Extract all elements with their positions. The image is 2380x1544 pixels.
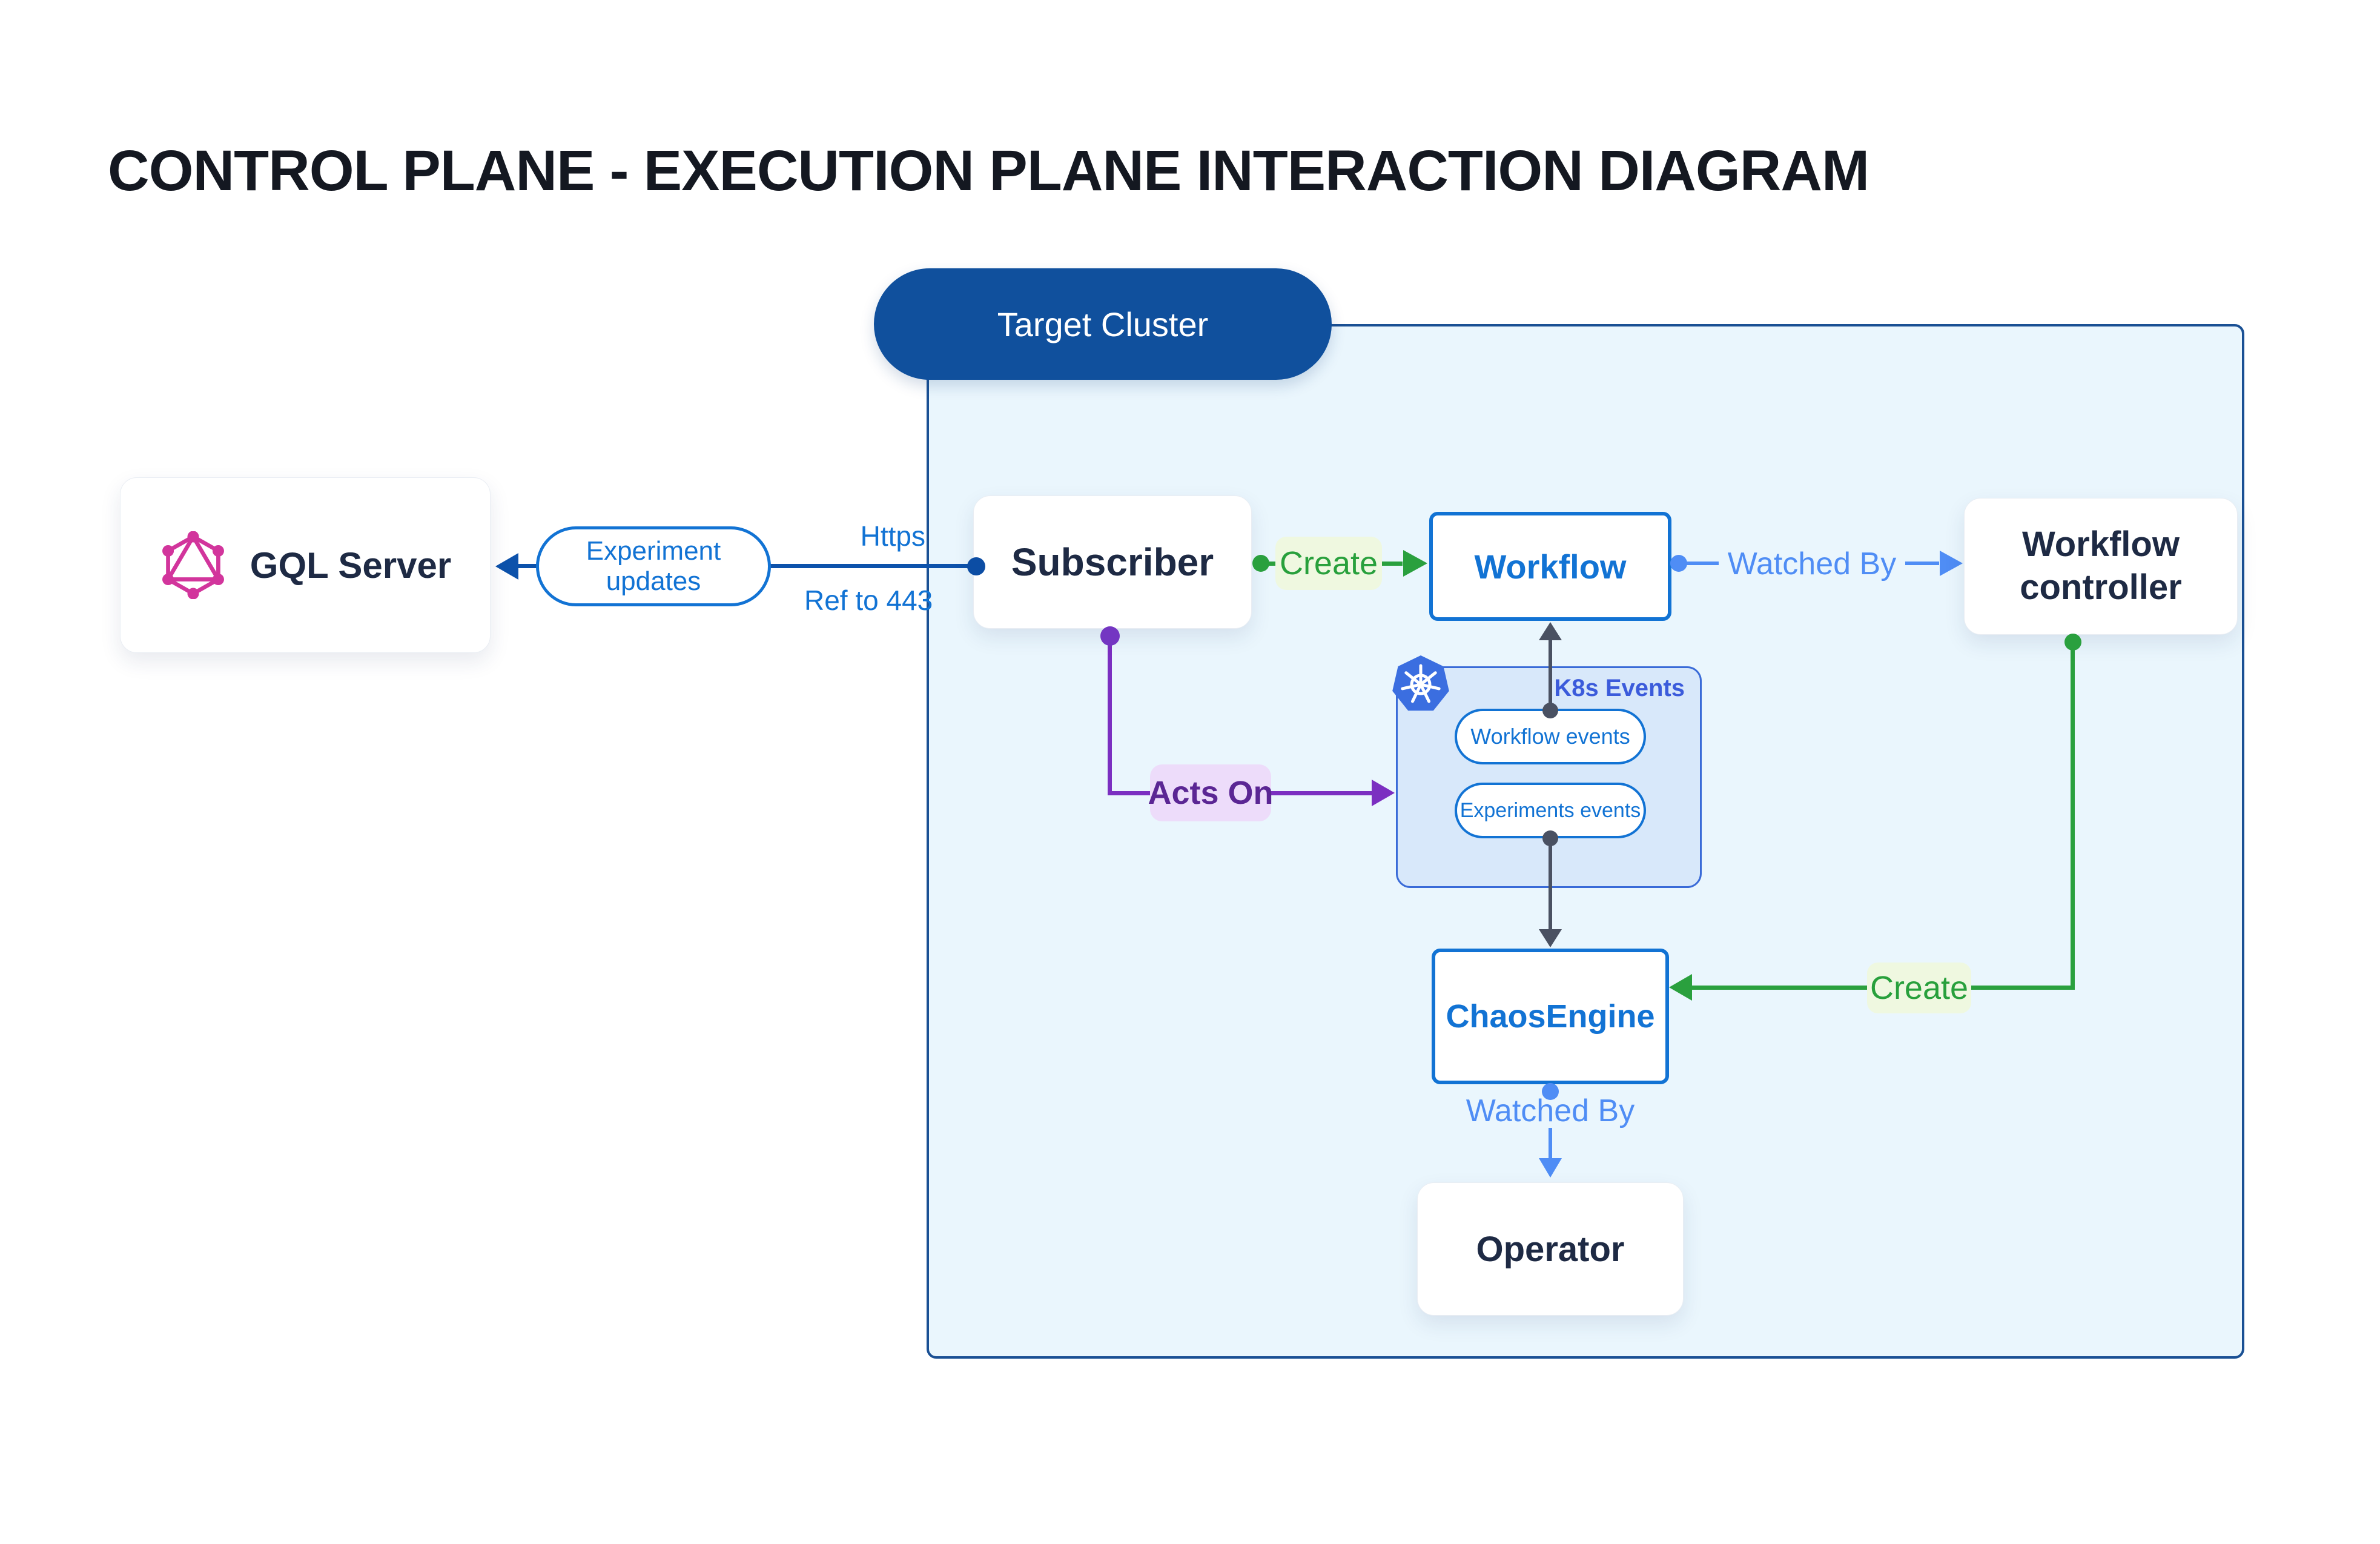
arrowhead-to-k8s-events bbox=[1372, 780, 1395, 806]
edge-actson-vline bbox=[1108, 636, 1112, 793]
page-title: CONTROL PLANE - EXECUTION PLANE INTERACT… bbox=[108, 139, 1869, 203]
edge-events-chaos-line bbox=[1549, 838, 1552, 929]
arrowhead-down-to-operator bbox=[1539, 1158, 1562, 1178]
edge-workflow-events-line bbox=[1549, 636, 1552, 710]
dot-create-controller bbox=[2064, 634, 2081, 651]
experiments-events-pill: Experiments events bbox=[1455, 783, 1646, 838]
edge-label-https: Https bbox=[860, 520, 925, 552]
k8s-events-title: K8s Events bbox=[1554, 675, 1685, 701]
graphql-icon bbox=[162, 531, 224, 599]
node-operator: Operator bbox=[1417, 1182, 1684, 1316]
dot-spine-experiments-events bbox=[1542, 830, 1558, 846]
node-workflow: Workflow bbox=[1429, 512, 1671, 621]
edge-label-create-chaos: Create bbox=[1867, 963, 1971, 1013]
gql-server-label: GQL Server bbox=[250, 545, 452, 586]
experiments-events-label: Experiments events bbox=[1459, 798, 1641, 822]
workflow-controller-line2: controller bbox=[2020, 568, 2182, 607]
arrowhead-down-to-chaosengine bbox=[1539, 929, 1562, 947]
dot-watchedby-chaosengine bbox=[1542, 1083, 1559, 1100]
node-subscriber: Subscriber bbox=[973, 495, 1252, 629]
edge-label-create-workflow: Create bbox=[1275, 537, 1382, 590]
workflow-controller-label: Workflow controller bbox=[2020, 523, 2182, 609]
experiment-updates-line2: updates bbox=[606, 566, 701, 596]
target-cluster-label: Target Cluster bbox=[997, 305, 1209, 343]
workflow-events-label: Workflow events bbox=[1470, 724, 1630, 749]
node-chaosengine: ChaosEngine bbox=[1432, 949, 1669, 1084]
edge-create-chaos-vline bbox=[2071, 642, 2075, 990]
dot-spine-workflow-events bbox=[1542, 703, 1558, 718]
node-gql-server: GQL Server bbox=[120, 477, 491, 653]
node-workflow-controller: Workflow controller bbox=[1964, 498, 2238, 635]
target-cluster-badge: Target Cluster bbox=[874, 268, 1332, 380]
subscriber-label: Subscriber bbox=[1011, 540, 1214, 584]
workflow-label: Workflow bbox=[1474, 547, 1627, 586]
experiment-updates-oval: Experiment updates bbox=[536, 526, 771, 606]
arrowhead-to-gql bbox=[495, 553, 518, 580]
chaosengine-label: ChaosEngine bbox=[1446, 998, 1655, 1035]
arrowhead-to-chaosengine bbox=[1669, 974, 1692, 1001]
edge-label-acts-on: Acts On bbox=[1148, 764, 1274, 821]
watchedby-controller-text: Watched By bbox=[1727, 546, 1897, 581]
arrowhead-to-workflow bbox=[1403, 550, 1427, 577]
workflow-controller-line1: Workflow bbox=[2022, 525, 2180, 565]
kubernetes-icon bbox=[1392, 655, 1449, 711]
create-chaos-text: Create bbox=[1869, 970, 1969, 1006]
dot-actson-subscriber bbox=[1100, 626, 1120, 646]
edge-label-watchedby-controller: Watched By bbox=[1719, 546, 1905, 582]
edge-label-ref-443: Ref to 443 bbox=[804, 585, 933, 616]
operator-label: Operator bbox=[1476, 1229, 1625, 1269]
dot-subscriber-gql bbox=[967, 557, 985, 575]
create-workflow-text: Create bbox=[1279, 545, 1378, 581]
dot-create-workflow bbox=[1252, 555, 1269, 572]
dot-watchedby-controller bbox=[1670, 555, 1687, 572]
experiment-updates-line1: Experiment bbox=[586, 536, 721, 566]
arrowhead-to-controller bbox=[1940, 551, 1963, 576]
acts-on-text: Acts On bbox=[1148, 775, 1274, 811]
